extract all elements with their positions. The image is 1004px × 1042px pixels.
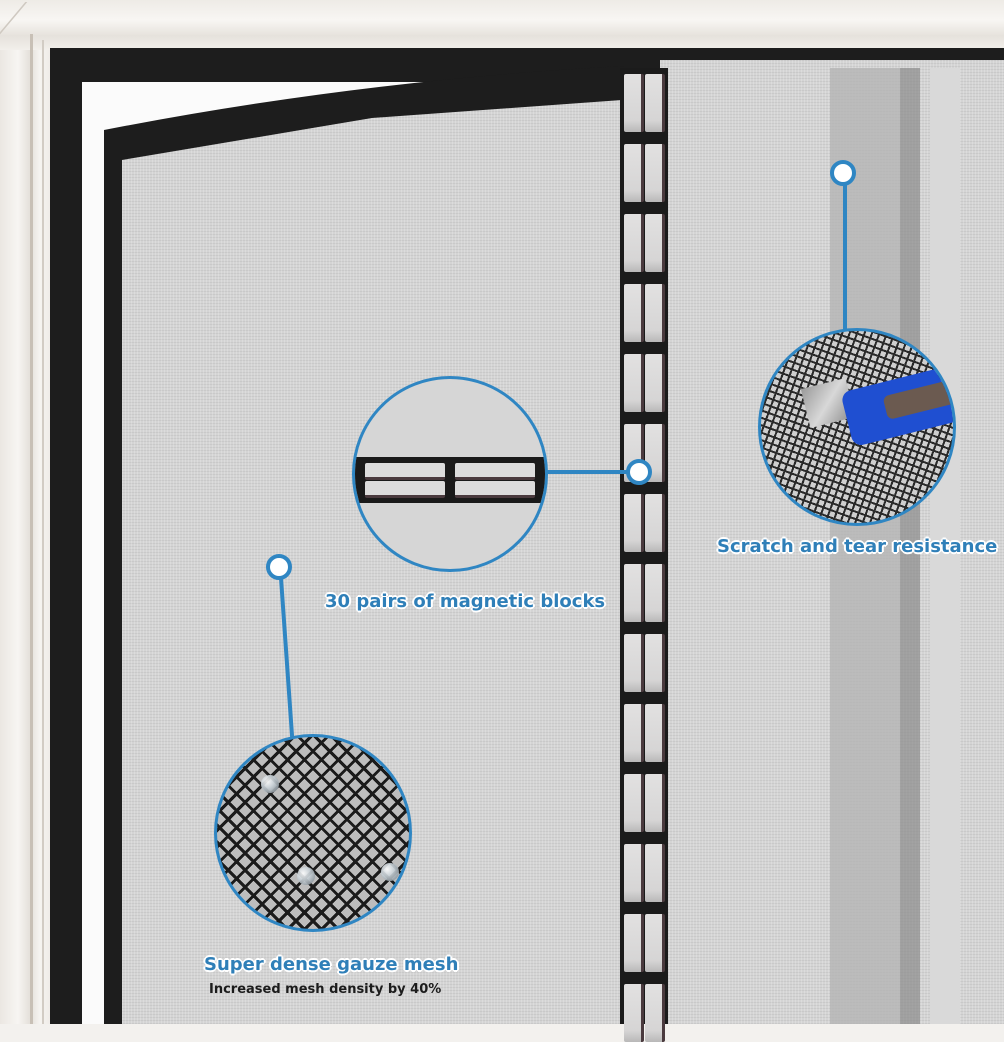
magnet-block [645, 354, 665, 412]
magnetic-blocks-label: 30 pairs of magnetic blocks [325, 591, 606, 612]
callout-dot [266, 554, 292, 580]
magnet-block [624, 914, 644, 972]
background-shadow [900, 68, 920, 1024]
magnet-block [645, 914, 665, 972]
water-drop-icon [381, 863, 399, 881]
magnet-block [645, 704, 665, 762]
magnet-strip [620, 68, 668, 1042]
background-light [930, 68, 960, 1024]
callout-connector [843, 184, 847, 330]
knife-closeup-circle [758, 328, 956, 526]
magnet-block [624, 844, 644, 902]
dense-mesh-label: Super dense gauze mesh [204, 954, 459, 975]
magnet-block [624, 144, 644, 202]
magnet-block [624, 74, 644, 132]
door-frame-top [0, 0, 1004, 50]
magnet-block [624, 494, 644, 552]
magnet-block [624, 214, 644, 272]
frame-groove [30, 34, 33, 1024]
magnet-block [624, 564, 644, 622]
magnet-block [624, 634, 644, 692]
scratch-resistance-label: Scratch and tear resistance [717, 536, 998, 557]
magnet-block [645, 284, 665, 342]
magnet-block [624, 984, 644, 1042]
callout-connector [546, 470, 628, 474]
magnet-block [624, 774, 644, 832]
magnet-closeup-strip [355, 457, 545, 503]
frame-groove [42, 40, 44, 1024]
dense-mesh-sublabel: Increased mesh density by 40% [209, 982, 442, 997]
magnet-block [645, 214, 665, 272]
magnet-block [645, 634, 665, 692]
magnet-block [624, 354, 644, 412]
utility-knife-icon [840, 358, 953, 448]
magnet-block [645, 774, 665, 832]
magnet-block [645, 74, 665, 132]
background-shadow [830, 68, 900, 1024]
water-drop-icon [261, 775, 279, 793]
magnet-closeup-circle [352, 376, 548, 572]
magnet-block [624, 704, 644, 762]
mesh-closeup-circle [214, 734, 412, 932]
magnet-block [645, 564, 665, 622]
callout-dot [830, 160, 856, 186]
water-drop-icon [297, 867, 315, 885]
magnet-block [624, 284, 644, 342]
magnet-block [645, 144, 665, 202]
magnet-block [645, 984, 665, 1042]
callout-dot [626, 459, 652, 485]
magnet-block [645, 844, 665, 902]
magnet-block [645, 494, 665, 552]
